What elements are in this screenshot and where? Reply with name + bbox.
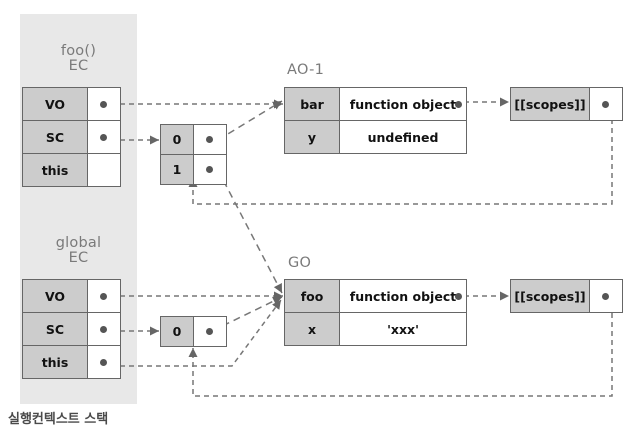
global-chain-index: 0 [160,316,194,347]
table-row: y undefined [284,120,467,154]
go-row-value: function object [339,279,467,313]
pointer-dot [455,293,462,300]
line-foo-chain-0-to-ao1 [217,100,283,141]
scopes-pointer [589,87,623,121]
ao1-row-value: undefined [339,120,467,154]
global-ec-row-pointer [87,279,121,313]
pointer-dot [206,166,213,173]
global-ec-row-key: VO [22,279,88,313]
global-ec-title-line2: EC [68,250,89,266]
foo-ec-title: foo() EC [20,44,137,74]
global-ec-row-key: SC [22,312,88,346]
global-ec-row-pointer [87,345,121,379]
global-ec-title-line1: global [55,235,102,251]
global-ec-row-pointer [87,312,121,346]
scopes-label: [[scopes]] [510,279,590,313]
global-ec-row-key: this [22,345,88,379]
foo-ec-row-key: VO [22,87,88,121]
global-ec-table: VO SC this [22,279,121,379]
table-row: bar function object [284,87,467,121]
go-table: foo function object x 'xxx' [284,279,467,346]
line-scopes-bottom-to-global-chain-0 [188,304,613,397]
pointer-dot [602,293,609,300]
go-title: GO [288,255,312,271]
pointer-dot [206,136,213,143]
foo-chain-index: 0 [160,124,194,155]
pointer-dot [100,101,107,108]
foo-ec-row-key: SC [22,120,88,154]
pointer-dot [100,326,107,333]
table-row: x 'xxx' [284,312,467,346]
line-scopes-top-to-foo-chain-1 [188,110,613,205]
foo-ec-title-line1: foo() [60,43,97,59]
go-row-key: foo [284,279,340,313]
foo-ec-row-pointer [87,87,121,121]
table-row: 0 [160,316,227,347]
table-row: VO [22,87,121,121]
foo-scope-chain-table: 0 1 [160,124,227,185]
diagram-caption: 실행컨텍스트 스택 [8,412,109,427]
foo-ec-row-pointer [87,120,121,154]
ao1-table: bar function object y undefined [284,87,467,154]
table-row: [[scopes]] [510,279,623,313]
go-row-value-text: function object [349,288,457,304]
go-row-value: 'xxx' [339,312,467,346]
table-row: 1 [160,154,227,185]
table-row: this [22,153,121,187]
table-row: this [22,345,121,379]
scopes-box-top: [[scopes]] [510,87,623,121]
ao1-row-key: bar [284,87,340,121]
pointer-dot [100,359,107,366]
foo-ec-title-line2: EC [68,58,89,74]
foo-ec-row-key: this [22,153,88,187]
pointer-dot [100,134,107,141]
pointer-dot [206,328,213,335]
line-global-this-to-go [111,299,282,367]
ao1-row-value-text: function object [349,96,457,112]
foo-chain-pointer [193,154,227,185]
line-foo-chain-1-to-go [217,169,283,294]
scopes-label: [[scopes]] [510,87,590,121]
foo-chain-index: 1 [160,154,194,185]
ao1-row-key: y [284,120,340,154]
table-row: [[scopes]] [510,87,623,121]
global-scope-chain-table: 0 [160,316,227,347]
scopes-box-bottom: [[scopes]] [510,279,623,313]
table-row: SC [22,120,121,154]
pointer-dot [100,293,107,300]
global-chain-pointer [193,316,227,347]
pointer-dot [455,101,462,108]
foo-ec-row-pointer-empty [87,153,121,187]
foo-ec-table: VO SC this [22,87,121,187]
ao1-title: AO-1 [287,62,325,78]
ao1-row-value: function object [339,87,467,121]
pointer-dot [602,101,609,108]
scopes-pointer [589,279,623,313]
global-ec-title: global EC [20,236,137,266]
table-row: VO [22,279,121,313]
table-row: 0 [160,124,227,155]
foo-chain-pointer [193,124,227,155]
go-row-key: x [284,312,340,346]
table-row: foo function object [284,279,467,313]
table-row: SC [22,312,121,346]
